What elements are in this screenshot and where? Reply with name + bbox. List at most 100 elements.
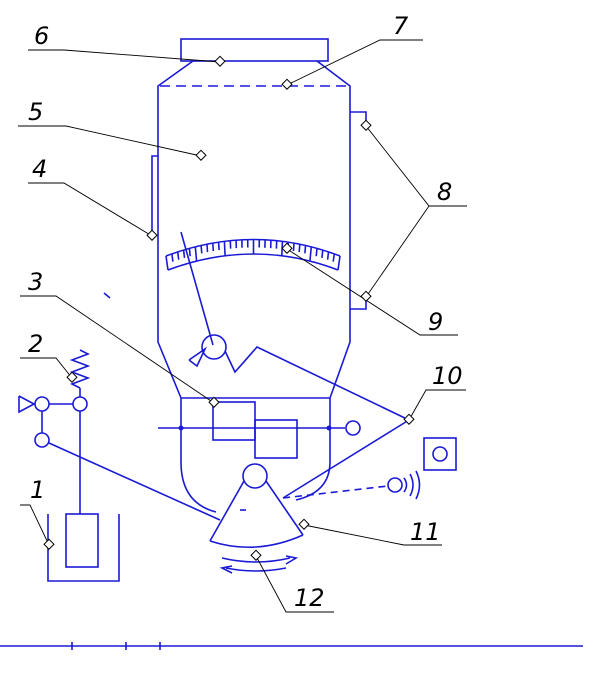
float-vessel <box>47 514 120 582</box>
graduated-scale <box>165 238 341 271</box>
vessel-right-wall <box>316 60 351 399</box>
marker-4 <box>146 229 158 241</box>
left-pivot-a <box>34 396 50 412</box>
scale-tick <box>304 245 307 254</box>
callout-label-9: 9 <box>428 308 443 336</box>
callout-label-7: 7 <box>393 12 409 40</box>
scale-tick <box>206 244 209 253</box>
arrow-arc-lower <box>225 567 287 572</box>
arrow-head-right <box>285 555 299 565</box>
leader-5 <box>18 125 202 157</box>
lower-chamber-left <box>180 398 217 513</box>
scale-arc-bottom <box>167 253 339 271</box>
side-tube <box>151 155 158 240</box>
callout-label-12: 12 <box>294 584 325 612</box>
pointer-needle <box>180 231 214 346</box>
leader-12 <box>255 555 334 613</box>
signal-source-lamp <box>432 446 448 462</box>
left-pivot-b <box>72 396 88 412</box>
scale-tick <box>298 244 301 253</box>
mechanism-box-right <box>254 419 298 459</box>
linkage-line <box>224 346 410 421</box>
leader-8b <box>365 205 430 298</box>
marker-12 <box>250 549 262 561</box>
top-cap <box>180 38 329 62</box>
shaft-end-knob <box>345 420 361 436</box>
scale-tick <box>315 248 318 257</box>
vessel-left-wall <box>157 60 194 399</box>
scale-tick <box>171 253 174 262</box>
leader-3 <box>20 295 215 404</box>
callout-label-2: 2 <box>28 330 43 358</box>
scale-ticks <box>171 239 336 262</box>
arrow-arc-upper <box>221 557 291 563</box>
scale-end-right <box>337 255 341 271</box>
sector-edge-left <box>209 480 245 542</box>
leader-6 <box>28 49 221 63</box>
leader-7 <box>286 39 423 86</box>
scale-tick <box>212 243 215 252</box>
marker-11 <box>298 518 310 530</box>
callout-label-10: 10 <box>432 362 463 390</box>
signal-waves-icon <box>403 470 421 500</box>
pointer-wedge <box>188 346 207 368</box>
scale-tick <box>188 248 191 257</box>
shaft-joint-right <box>326 425 332 431</box>
float <box>65 513 99 568</box>
marker-2 <box>66 371 78 383</box>
marker-8a <box>360 119 372 131</box>
shaft-joint-left <box>178 425 184 431</box>
marker-9 <box>281 242 293 254</box>
leader-9 <box>286 248 458 336</box>
marker-10 <box>403 413 415 425</box>
scale-tick <box>326 251 330 260</box>
dashed-signal-line <box>282 485 389 499</box>
scale-tick <box>194 246 198 262</box>
leader-1 <box>20 504 50 546</box>
vessel <box>157 38 351 513</box>
stray-mark <box>103 292 111 299</box>
lower-chamber-right <box>295 398 331 501</box>
marker-6 <box>214 55 226 67</box>
marker-8b <box>360 290 372 302</box>
leader-10 <box>408 389 466 421</box>
scale-tick <box>182 250 186 258</box>
scale-tick <box>217 242 220 251</box>
sector-pivot <box>242 463 268 489</box>
sector <box>209 463 304 549</box>
callout-label-3: 3 <box>28 268 43 296</box>
marker-1 <box>43 538 55 550</box>
scale-tick <box>321 250 324 258</box>
scale-tick <box>176 251 180 260</box>
callout-label-6: 6 <box>34 22 49 50</box>
left-connecting-rod <box>48 442 221 521</box>
scale-tick <box>200 245 203 254</box>
left-pivot-c <box>34 432 50 448</box>
sector-arc <box>209 534 304 549</box>
leader-4 <box>28 182 153 237</box>
scale-end-left <box>165 255 169 271</box>
leader-11 <box>303 524 442 546</box>
spring-icon <box>69 349 91 389</box>
leader-lines <box>18 39 467 613</box>
arrow-head-left <box>219 565 233 574</box>
mechanism-box-left <box>212 401 256 441</box>
scale-tick <box>332 253 336 262</box>
marker-5 <box>195 149 207 161</box>
marker-3 <box>208 396 220 408</box>
callout-label-4: 4 <box>32 155 47 183</box>
marker-7 <box>281 78 293 90</box>
linkage-return <box>282 419 410 499</box>
scale-tick <box>223 241 226 256</box>
scale-tick <box>292 243 295 252</box>
leader-2 <box>20 357 73 379</box>
signal-source-box <box>423 437 457 471</box>
callout-label-8: 8 <box>437 178 452 206</box>
left-fulcrum-icon <box>18 395 36 414</box>
scale-tick <box>309 246 313 262</box>
callout-label-11: 11 <box>410 518 441 546</box>
callout-label-5: 5 <box>28 98 43 126</box>
callout-label-1: 1 <box>30 476 45 504</box>
pointer-pivot <box>201 334 227 360</box>
